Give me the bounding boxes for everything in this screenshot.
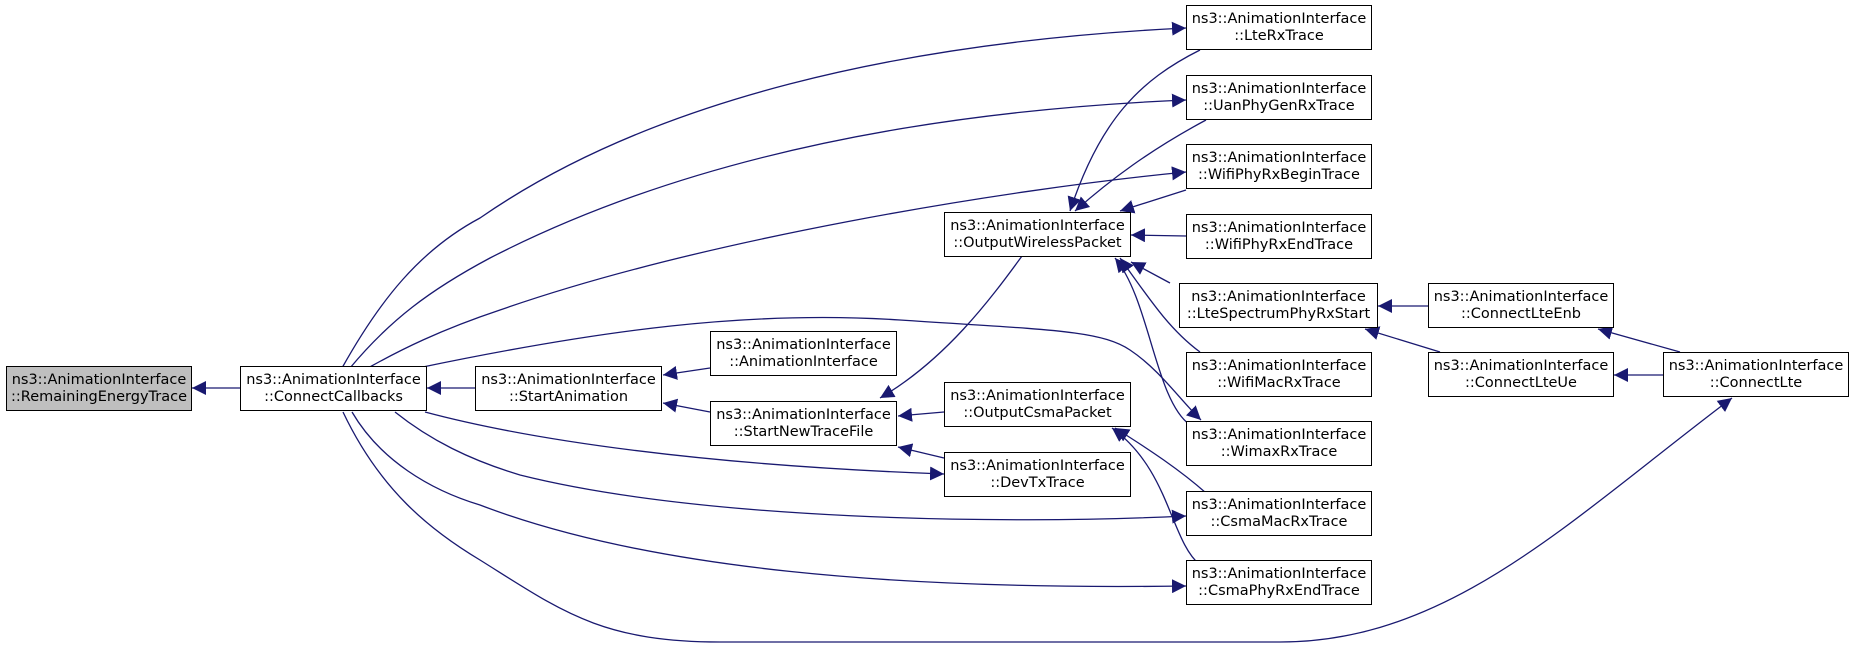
node-output-csma-packet-line2: ::OutputCsmaPacket: [963, 404, 1112, 421]
node-remaining-energy-trace-line2: ::RemainingEnergyTrace: [11, 388, 187, 405]
edge-connect-lte-to-connect-lte-enb: [1597, 326, 1681, 353]
node-csma-phy-rx-end-trace-line1: ns3::AnimationInterface: [1191, 565, 1367, 582]
node-start-new-trace-file[interactable]: ns3::AnimationInterface ::StartNewTraceF…: [710, 401, 897, 446]
edge-uan-phy-gen-rx-trace-to-output-wireless-packet: [1074, 119, 1207, 212]
node-connect-lte-enb[interactable]: ns3::AnimationInterface ::ConnectLteEnb: [1428, 283, 1614, 328]
node-csma-phy-rx-end-trace[interactable]: ns3::AnimationInterface ::CsmaPhyRxEndTr…: [1186, 560, 1372, 605]
edge-csma-phy-rx-end-trace-to-output-csma-packet: [1111, 427, 1201, 566]
node-remaining-energy-trace: ns3::AnimationInterface ::RemainingEnerg…: [6, 366, 192, 411]
edge-wifi-mac-rx-trace-to-output-wireless-packet: [1119, 257, 1201, 353]
node-wifi-mac-rx-trace[interactable]: ns3::AnimationInterface ::WifiMacRxTrace: [1186, 352, 1372, 397]
edge-wimax-rx-trace-to-output-wireless-packet: [1114, 257, 1191, 426]
node-connect-lte-line2: ::ConnectLte: [1709, 374, 1803, 391]
edge-connect-callbacks-to-uan-phy-gen-rx-trace: [349, 93, 1187, 369]
node-connect-lte[interactable]: ns3::AnimationInterface ::ConnectLte: [1663, 352, 1849, 397]
node-connect-lte-ue[interactable]: ns3::AnimationInterface ::ConnectLteUe: [1428, 352, 1614, 397]
node-lte-rx-trace-line2: ::LteRxTrace: [1234, 27, 1324, 44]
node-start-animation[interactable]: ns3::AnimationInterface ::StartAnimation: [475, 366, 662, 411]
node-dev-tx-trace[interactable]: ns3::AnimationInterface ::DevTxTrace: [944, 452, 1131, 497]
node-uan-phy-gen-rx-trace-line2: ::UanPhyGenRxTrace: [1203, 97, 1355, 114]
edge-animation-interface-to-start-animation: [662, 366, 711, 380]
node-output-csma-packet-line1: ns3::AnimationInterface: [950, 387, 1125, 404]
node-connect-lte-enb-line1: ns3::AnimationInterface: [1433, 288, 1609, 305]
node-wifi-phy-rx-begin-trace-line1: ns3::AnimationInterface: [1191, 149, 1367, 166]
node-wifi-phy-rx-begin-trace-line2: ::WifiPhyRxBeginTrace: [1198, 166, 1360, 183]
node-remaining-energy-trace-line1: ns3::AnimationInterface: [11, 371, 187, 388]
node-uan-phy-gen-rx-trace[interactable]: ns3::AnimationInterface ::UanPhyGenRxTra…: [1186, 75, 1372, 120]
node-lte-rx-trace[interactable]: ns3::AnimationInterface ::LteRxTrace: [1186, 5, 1372, 50]
node-wifi-phy-rx-end-trace-line1: ns3::AnimationInterface: [1191, 219, 1367, 236]
node-wifi-phy-rx-end-trace[interactable]: ns3::AnimationInterface ::WifiPhyRxEndTr…: [1186, 214, 1372, 259]
edge-wifi-phy-rx-begin-trace-to-output-wireless-packet: [1119, 189, 1187, 214]
node-wifi-phy-rx-begin-trace[interactable]: ns3::AnimationInterface ::WifiPhyRxBegin…: [1186, 144, 1372, 189]
node-connect-callbacks[interactable]: ns3::AnimationInterface ::ConnectCallbac…: [240, 366, 427, 411]
node-start-new-trace-file-line2: ::StartNewTraceFile: [733, 423, 874, 440]
edge-connect-callbacks-to-lte-rx-trace: [341, 21, 1187, 369]
edge-output-wireless-packet-to-start-new-trace-file: [879, 255, 1023, 399]
node-lte-rx-trace-line1: ns3::AnimationInterface: [1191, 10, 1367, 27]
node-connect-lte-enb-line2: ::ConnectLteEnb: [1461, 305, 1581, 322]
node-csma-phy-rx-end-trace-line2: ::CsmaPhyRxEndTrace: [1198, 582, 1360, 599]
node-start-animation-line2: ::StartAnimation: [508, 388, 629, 405]
edge-connect-callbacks-to-wifi-phy-rx-begin-trace: [367, 166, 1187, 369]
node-animation-interface[interactable]: ns3::AnimationInterface ::AnimationInter…: [710, 331, 897, 376]
node-dev-tx-trace-line1: ns3::AnimationInterface: [950, 457, 1125, 474]
node-wifi-phy-rx-end-trace-line2: ::WifiPhyRxEndTrace: [1204, 236, 1354, 253]
node-output-wireless-packet-line1: ns3::AnimationInterface: [950, 217, 1125, 234]
node-lte-spectrum-phy-rx-start-line1: ns3::AnimationInterface: [1191, 288, 1366, 305]
node-connect-lte-ue-line1: ns3::AnimationInterface: [1433, 357, 1609, 374]
node-dev-tx-trace-line2: ::DevTxTrace: [990, 474, 1085, 491]
edge-lte-rx-trace-to-output-wireless-packet: [1067, 49, 1201, 212]
node-connect-callbacks-line1: ns3::AnimationInterface: [246, 371, 421, 388]
edge-connect-callbacks-to-csma-mac-rx-trace: [394, 411, 1187, 524]
node-start-animation-line1: ns3::AnimationInterface: [481, 371, 656, 388]
node-connect-lte-line1: ns3::AnimationInterface: [1668, 357, 1844, 374]
node-uan-phy-gen-rx-trace-line1: ns3::AnimationInterface: [1191, 80, 1367, 97]
edge-lte-spectrum-phy-rx-start-to-output-wireless-packet: [1130, 261, 1171, 284]
node-output-csma-packet[interactable]: ns3::AnimationInterface ::OutputCsmaPack…: [944, 382, 1131, 427]
node-wifi-mac-rx-trace-line2: ::WifiMacRxTrace: [1217, 374, 1341, 391]
node-connect-callbacks-line2: ::ConnectCallbacks: [264, 388, 403, 405]
node-output-wireless-packet[interactable]: ns3::AnimationInterface ::OutputWireless…: [944, 212, 1131, 257]
edge-connect-callbacks-to-wimax-rx-trace: [417, 316, 1202, 421]
node-wifi-mac-rx-trace-line1: ns3::AnimationInterface: [1191, 357, 1367, 374]
edge-dev-tx-trace-to-start-new-trace-file: [897, 443, 945, 459]
node-wimax-rx-trace[interactable]: ns3::AnimationInterface ::WimaxRxTrace: [1186, 421, 1372, 466]
edge-start-new-trace-file-to-start-animation: [662, 398, 711, 413]
node-wimax-rx-trace-line2: ::WimaxRxTrace: [1220, 443, 1338, 460]
node-start-new-trace-file-line1: ns3::AnimationInterface: [716, 406, 891, 423]
edge-output-csma-packet-to-start-new-trace-file: [897, 407, 945, 422]
node-wimax-rx-trace-line1: ns3::AnimationInterface: [1191, 426, 1367, 443]
node-csma-mac-rx-trace-line2: ::CsmaMacRxTrace: [1210, 513, 1348, 530]
edge-connect-lte-ue-to-lte-spectrum-phy-rx-start: [1364, 326, 1441, 353]
node-csma-mac-rx-trace-line1: ns3::AnimationInterface: [1191, 496, 1367, 513]
node-animation-interface-line1: ns3::AnimationInterface: [716, 336, 891, 353]
edge-connect-callbacks-to-dev-tx-trace: [424, 411, 945, 481]
edge-connect-callbacks-to-connect-lte: [342, 397, 1733, 643]
node-lte-spectrum-phy-rx-start-line2: ::LteSpectrumPhyRxStart: [1186, 305, 1371, 322]
node-connect-lte-ue-line2: ::ConnectLteUe: [1465, 374, 1577, 391]
node-animation-interface-line2: ::AnimationInterface: [729, 353, 878, 370]
node-output-wireless-packet-line2: ::OutputWirelessPacket: [953, 234, 1122, 251]
node-lte-spectrum-phy-rx-start[interactable]: ns3::AnimationInterface ::LteSpectrumPhy…: [1179, 283, 1378, 328]
node-csma-mac-rx-trace[interactable]: ns3::AnimationInterface ::CsmaMacRxTrace: [1186, 491, 1372, 536]
edge-wifi-phy-rx-end-trace-to-output-wireless-packet: [1130, 228, 1187, 243]
edge-connect-callbacks-to-csma-phy-rx-end-trace: [351, 411, 1187, 594]
